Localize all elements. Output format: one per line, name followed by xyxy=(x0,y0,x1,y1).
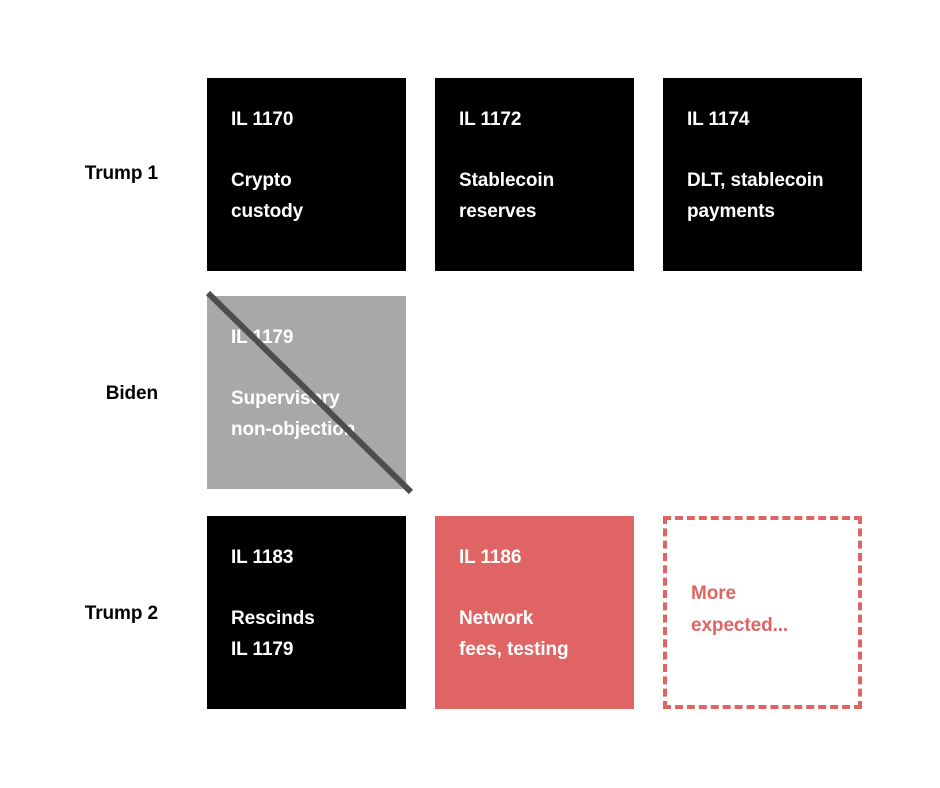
cell-id: IL 1174 xyxy=(687,109,750,130)
cell-description: Supervisory non-objection xyxy=(231,387,356,440)
row-label-trump-2: Trump 2 xyxy=(84,603,158,624)
cell-id: IL 1179 xyxy=(231,327,294,348)
cell-description: Rescinds IL 1179 xyxy=(231,607,315,660)
cell-more-expected[interactable]: More expected... xyxy=(663,516,862,709)
cell-empty-biden-3 xyxy=(663,296,862,489)
cell-description: More expected... xyxy=(691,583,789,637)
cell-empty-biden-2 xyxy=(435,296,634,489)
cell-il-1172[interactable]: IL 1172 Stablecoin reserves xyxy=(435,78,634,271)
cell-id: IL 1186 xyxy=(459,547,522,568)
cell-il-1183[interactable]: IL 1183 Rescinds IL 1179 xyxy=(207,516,406,709)
cell-il-1186[interactable]: IL 1186 Network fees, testing xyxy=(435,516,634,709)
cell-description: Network fees, testing xyxy=(459,607,569,660)
cell-il-1174[interactable]: IL 1174 DLT, stablecoin payments xyxy=(663,78,862,271)
row-label-trump-1: Trump 1 xyxy=(84,163,158,184)
row-label-biden: Biden xyxy=(105,383,158,404)
cell-id: IL 1172 xyxy=(459,109,522,130)
cell-il-1179[interactable]: IL 1179 Supervisory non-objection xyxy=(207,296,406,489)
cell-id: IL 1170 xyxy=(231,109,294,130)
cell-il-1170[interactable]: IL 1170 Crypto custody xyxy=(207,78,406,271)
cell-description: Stablecoin reserves xyxy=(459,169,555,222)
cell-description: Crypto custody xyxy=(231,169,304,222)
cell-description: DLT, stablecoin payments xyxy=(687,169,824,222)
cell-id: IL 1183 xyxy=(231,547,294,568)
